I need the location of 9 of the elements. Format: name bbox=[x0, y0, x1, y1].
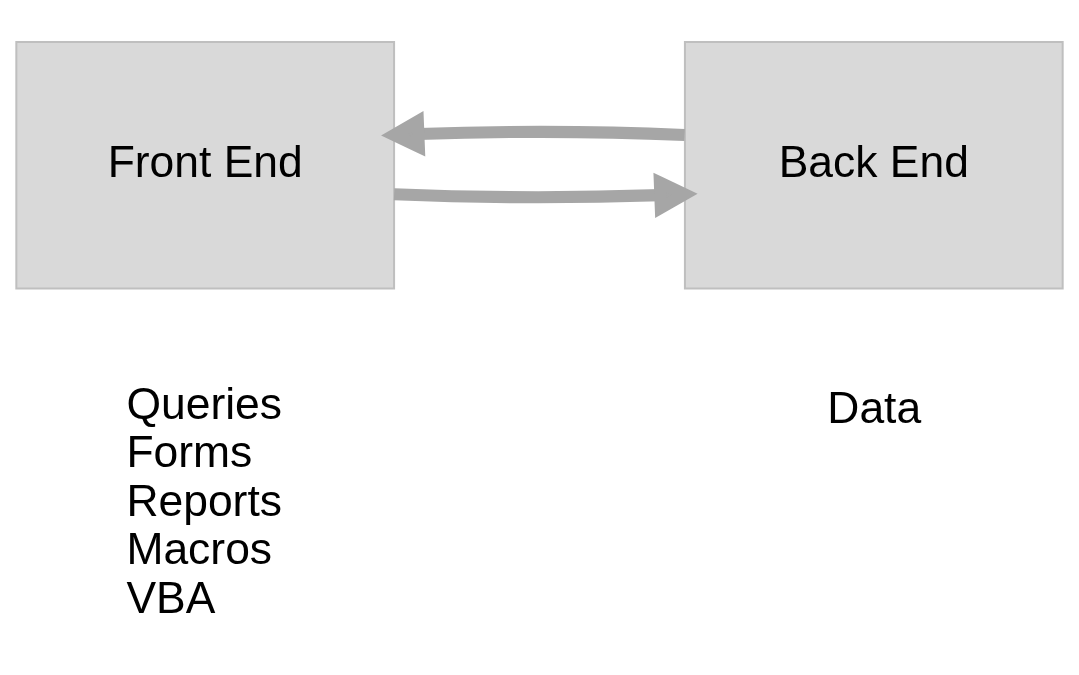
node-label: Forms bbox=[126, 426, 253, 476]
node-box: Back End bbox=[683, 40, 1064, 289]
arrow bbox=[393, 172, 698, 218]
node-label: VBA bbox=[126, 572, 216, 622]
node-label: Reports bbox=[126, 475, 282, 525]
node-box: Front End bbox=[15, 40, 396, 289]
node-label: Queries bbox=[126, 378, 282, 428]
node-label: Data bbox=[827, 382, 922, 432]
arrow bbox=[381, 110, 685, 156]
